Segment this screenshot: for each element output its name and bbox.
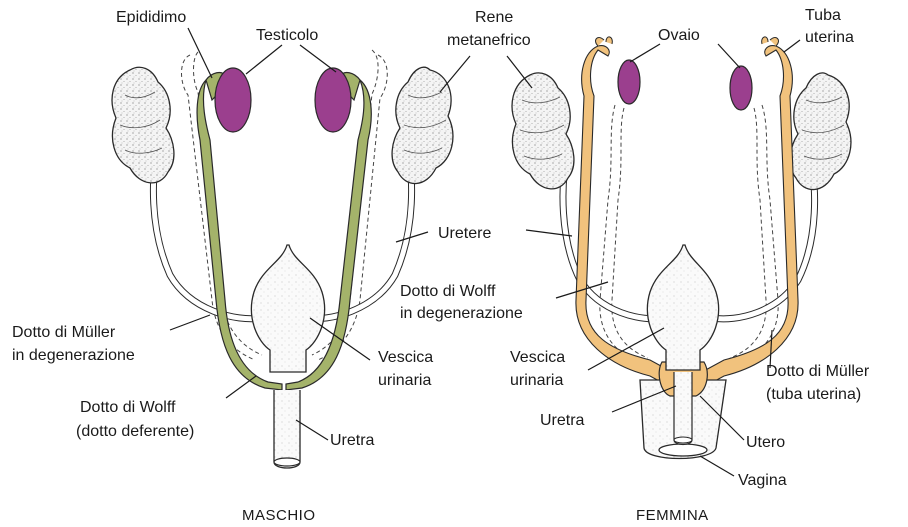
label-vescica-female-line1: Vescica	[510, 349, 565, 366]
label-rene-line1: Rene	[475, 9, 513, 26]
label-epididimo: Epididimo	[116, 9, 186, 26]
label-vescica-female-line2: urinaria	[510, 372, 563, 389]
label-utero: Utero	[746, 434, 785, 451]
label-uretra-male: Uretra	[330, 432, 375, 449]
label-wolff-male-line2: (dotto deferente)	[76, 423, 194, 440]
male-urethra	[274, 390, 300, 468]
label-muller-female-line2: (tuba uterina)	[766, 386, 861, 403]
label-testicolo: Testicolo	[256, 27, 318, 44]
label-wolff-deg-line1: Dotto di Wolff	[400, 283, 496, 300]
label-uretere: Uretere	[438, 225, 491, 242]
female-ovary-left	[618, 60, 640, 104]
label-vescica-male-line2: urinaria	[378, 372, 431, 389]
label-tuba-line2: uterina	[805, 29, 854, 46]
male-kidney-left	[112, 67, 174, 183]
female-wolffian-duct-left	[600, 105, 640, 362]
female-wolffian-duct-right	[738, 105, 778, 362]
label-rene-line2: metanefrico	[447, 32, 531, 49]
label-vagina: Vagina	[738, 472, 787, 489]
caption-female: FEMMINA	[636, 507, 709, 524]
male-testis-left	[215, 68, 251, 132]
caption-male: MASCHIO	[242, 507, 316, 524]
label-vescica-male-line1: Vescica	[378, 349, 433, 366]
female-urethra	[674, 372, 692, 445]
male-kidney-right	[392, 67, 453, 183]
male-testis-right	[315, 68, 351, 132]
label-wolff-deg-line2: in degenerazione	[400, 305, 523, 322]
female-kidney-right	[790, 73, 851, 190]
female-urinary-bladder	[647, 245, 718, 370]
label-muller-deg-line2: in degenerazione	[12, 347, 135, 364]
label-wolff-male-line1: Dotto di Wolff	[80, 399, 176, 416]
label-uretra-female: Uretra	[540, 412, 585, 429]
male-urinary-bladder	[251, 245, 324, 372]
label-ovaio: Ovaio	[658, 27, 700, 44]
female-ovary-right	[730, 66, 752, 110]
label-tuba-line1: Tuba	[805, 7, 841, 24]
female-kidney-left	[512, 73, 574, 189]
label-muller-deg-line1: Dotto di Müller	[12, 324, 116, 341]
label-muller-female-line1: Dotto di Müller	[766, 363, 870, 380]
